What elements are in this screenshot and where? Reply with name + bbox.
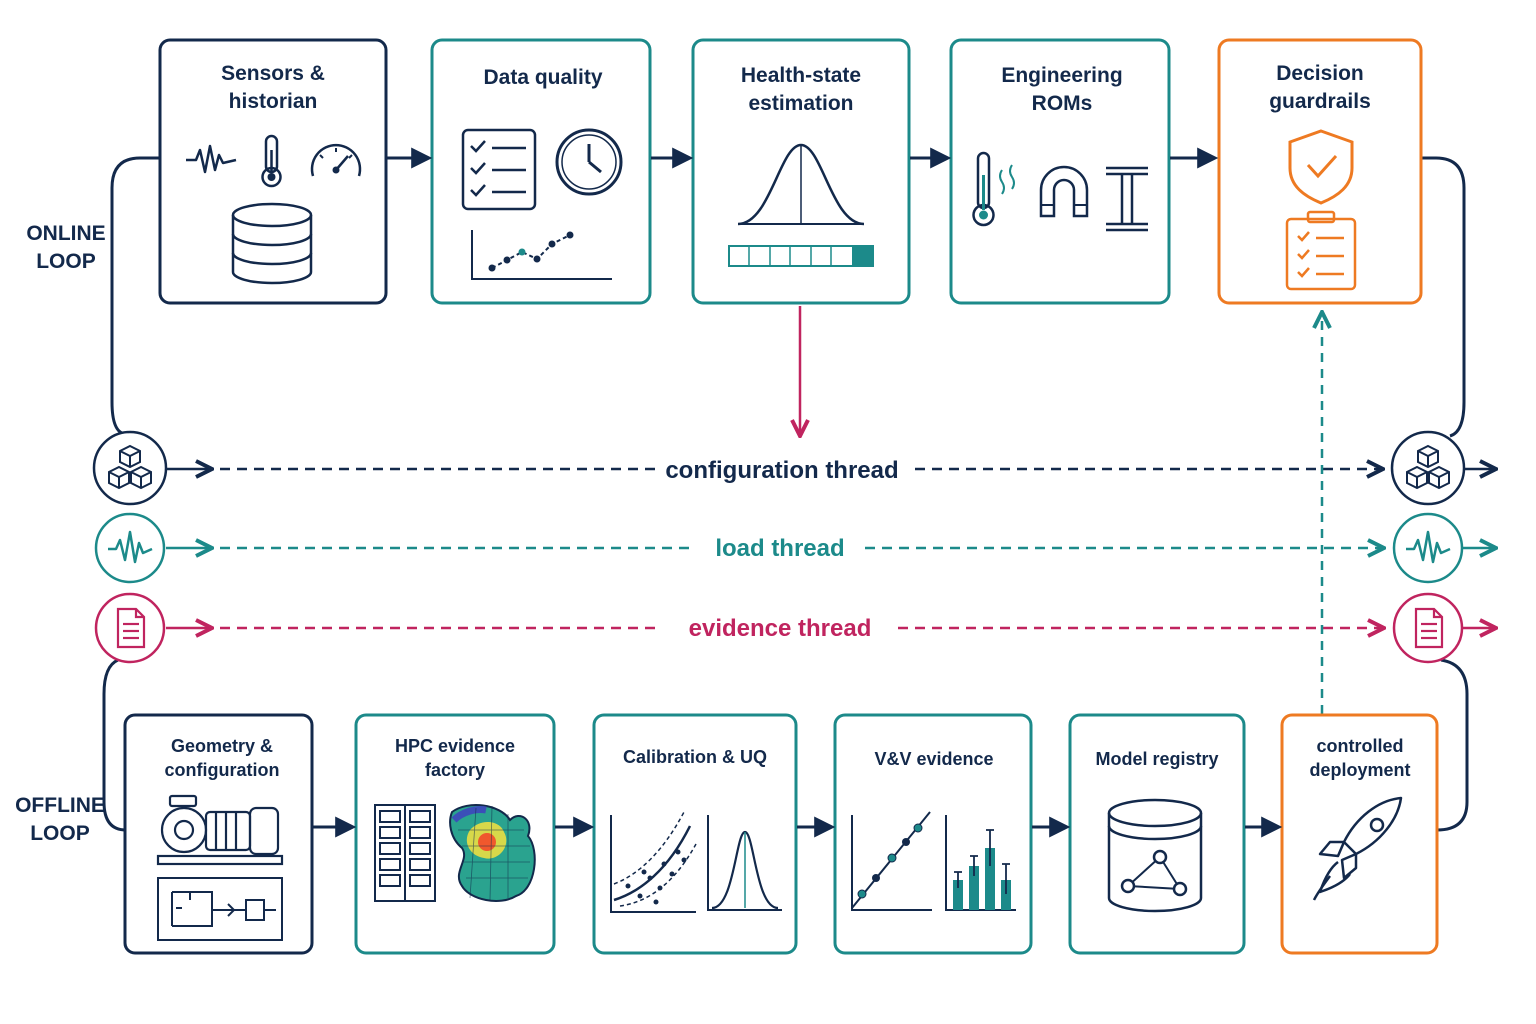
document-icon xyxy=(116,607,146,649)
configuration-thread: configuration thread xyxy=(92,430,1496,506)
box-decision-guardrails: Decision guardrails xyxy=(1217,38,1423,305)
svg-text:Health-state: Health-state xyxy=(741,64,861,87)
svg-text:factory: factory xyxy=(425,760,485,780)
box-title-line1: Sensors & xyxy=(221,62,325,85)
offline-loop-label-line2: LOOP xyxy=(30,822,90,845)
validation-scatter-icon xyxy=(851,811,932,911)
box-title-line1: Engineering xyxy=(1001,64,1122,87)
configuration-thread-label: configuration thread xyxy=(665,457,898,484)
offline-loop-left-curve xyxy=(102,658,127,832)
bell-curve-icon xyxy=(737,143,865,226)
server-rack-icon xyxy=(374,804,436,902)
svg-text:Sensors &: Sensors & xyxy=(221,62,325,85)
online-loop-label-line2: LOOP xyxy=(36,250,96,273)
svg-text:guardrails: guardrails xyxy=(1269,90,1371,113)
svg-text:ROMs: ROMs xyxy=(1032,92,1093,115)
box-title-line1: V&V evidence xyxy=(874,749,993,769)
gauge-icon xyxy=(310,143,362,177)
svg-text:Geometry &: Geometry & xyxy=(171,736,273,756)
thermometer-icon xyxy=(261,134,282,188)
box-vv-evidence: V&V evidence xyxy=(833,713,1033,955)
box-title-line2: estimation xyxy=(748,92,853,115)
load-thread: load thread xyxy=(94,512,1496,584)
document-icon xyxy=(1414,607,1444,649)
scatter-trend-icon xyxy=(471,230,612,280)
svg-text:Data quality: Data quality xyxy=(483,66,602,89)
svg-text:Decision: Decision xyxy=(1276,62,1364,85)
box-title-line2: deployment xyxy=(1309,760,1410,780)
box-title-line2: factory xyxy=(425,760,485,780)
svg-text:controlled: controlled xyxy=(1316,736,1403,756)
cubes-icon xyxy=(1406,444,1450,490)
i-beam-icon xyxy=(1106,166,1148,232)
box-title-line1: HPC evidence xyxy=(395,736,515,756)
box-title-line2: guardrails xyxy=(1269,90,1371,113)
box-title-line1: controlled xyxy=(1316,736,1403,756)
box-title-line1: Model registry xyxy=(1095,749,1218,769)
online-loop-right-curve xyxy=(1421,156,1466,438)
thermometer-heat-icon xyxy=(972,151,1015,227)
box-title-line1: Geometry & xyxy=(171,736,273,756)
schematic-icon xyxy=(157,877,283,941)
svg-text:estimation: estimation xyxy=(748,92,853,115)
offline-loop-label: OFFLINE xyxy=(15,794,105,817)
load-thread-label: load thread xyxy=(715,535,844,562)
calibration-band-icon xyxy=(610,811,697,913)
waveform-icon xyxy=(1406,530,1451,564)
box-engineering-roms: Engineering ROMs xyxy=(949,38,1171,305)
waveform-icon xyxy=(186,144,237,174)
evidence-thread: evidence thread xyxy=(94,592,1496,664)
box-health-state: Health-state estimation xyxy=(691,38,911,305)
svg-text:Calibration & UQ: Calibration & UQ xyxy=(623,747,767,767)
magnet-icon xyxy=(1039,165,1089,218)
checklist-icon xyxy=(461,128,537,211)
box-sensors-historian: Sensors & historian xyxy=(158,38,388,305)
svg-text:Engineering: Engineering xyxy=(1001,64,1122,87)
box-calibration-uq: Calibration & UQ xyxy=(592,713,798,955)
fea-mesh-icon xyxy=(449,804,536,902)
box-title-line2: historian xyxy=(229,90,318,113)
svg-text:historian: historian xyxy=(229,90,318,113)
online-loop-left-curve xyxy=(110,156,160,436)
box-title-line2: configuration xyxy=(165,760,280,780)
clock-icon xyxy=(555,128,623,196)
offline-loop-right-curve xyxy=(1436,658,1469,832)
svg-text:deployment: deployment xyxy=(1309,760,1410,780)
box-title-line1: Calibration & UQ xyxy=(623,747,767,767)
clipboard-checklist-icon xyxy=(1285,210,1357,291)
box-title-line1: Data quality xyxy=(483,66,602,89)
online-loop-label: ONLINE xyxy=(26,222,105,245)
box-model-registry: Model registry xyxy=(1068,713,1246,955)
box-title-line2: ROMs xyxy=(1032,92,1093,115)
rocket-icon xyxy=(1312,796,1403,901)
pump-icon xyxy=(156,794,284,866)
bar-chart-icon xyxy=(945,815,1016,911)
svg-text:V&V evidence: V&V evidence xyxy=(874,749,993,769)
box-geometry-configuration: Geometry & configuration xyxy=(123,713,314,955)
bell-curve-icon xyxy=(707,815,782,911)
evidence-thread-label: evidence thread xyxy=(689,615,872,642)
progress-bar-icon xyxy=(728,245,874,267)
waveform-icon xyxy=(108,530,153,564)
svg-text:Model registry: Model registry xyxy=(1095,749,1218,769)
box-title-line1: Health-state xyxy=(741,64,861,87)
svg-text:configuration: configuration xyxy=(165,760,280,780)
box-controlled-deployment: controlled deployment xyxy=(1280,713,1439,955)
database-icon xyxy=(231,202,313,285)
cubes-icon xyxy=(108,444,152,490)
box-title-line1: Decision xyxy=(1276,62,1364,85)
box-data-quality: Data quality xyxy=(430,38,652,305)
shield-check-icon xyxy=(1288,129,1354,205)
database-graph-icon xyxy=(1107,798,1203,913)
box-hpc-evidence-factory: HPC evidence factory xyxy=(354,713,556,955)
svg-text:HPC evidence: HPC evidence xyxy=(395,736,515,756)
